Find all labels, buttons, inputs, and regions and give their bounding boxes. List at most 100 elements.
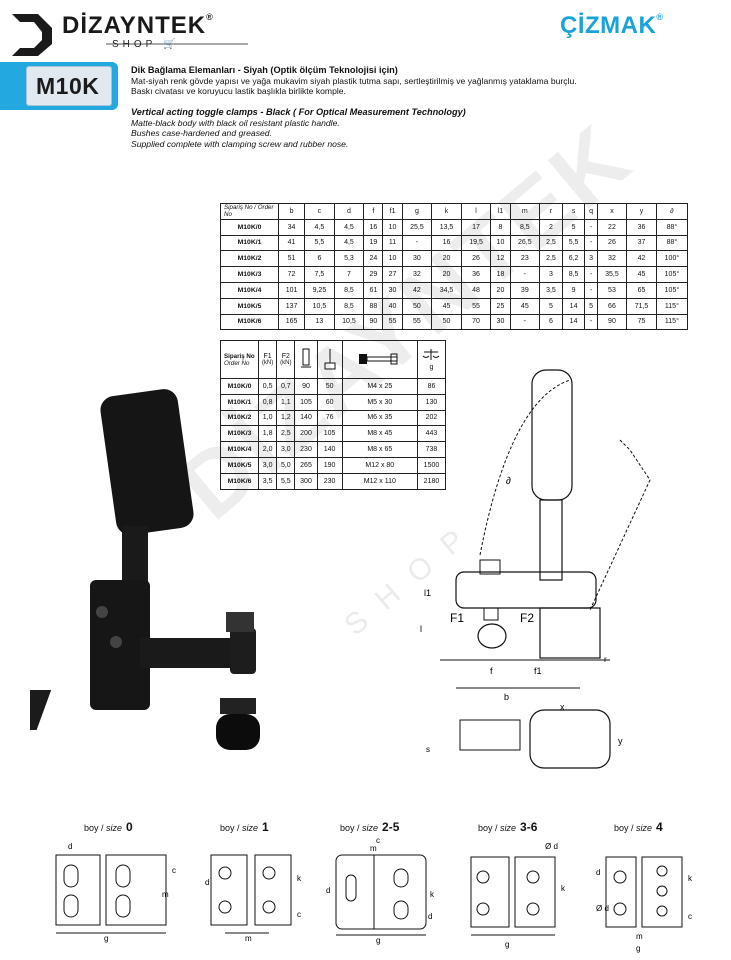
- table-cell: -: [509, 266, 541, 283]
- order-no-cell: M10K/0: [220, 218, 279, 236]
- table-cell: 25,5: [401, 218, 433, 236]
- col-header: m: [509, 203, 541, 220]
- scale-icon: [423, 349, 440, 360]
- col-header: q: [584, 203, 598, 220]
- l1-label: l1: [424, 588, 431, 598]
- table-cell: 9,25: [304, 281, 335, 299]
- table-cell: 2,5: [539, 234, 563, 252]
- angle-label: ∂: [506, 476, 511, 487]
- table-cell: 105: [316, 425, 343, 443]
- svg-text:Ø d: Ø d: [545, 842, 558, 851]
- table-cell: 26,5: [509, 234, 541, 252]
- table-cell: 72: [277, 266, 306, 283]
- svg-text:k: k: [561, 884, 566, 893]
- table-cell: 1,2: [276, 409, 296, 427]
- col-header: s: [561, 203, 586, 220]
- svg-text:k: k: [688, 874, 693, 883]
- order-no-header: Sipariş No / Order No: [220, 203, 279, 220]
- table-cell: 51: [277, 250, 306, 268]
- col-header: y: [626, 203, 657, 220]
- table-cell: 1500: [416, 456, 447, 474]
- table-header-row: Sipariş No / Order No b c d f f1 g k l l…: [220, 203, 689, 220]
- col-header: l1: [490, 203, 511, 220]
- table-cell: 10: [490, 234, 511, 252]
- order-no-cell: M10K/1: [220, 234, 279, 252]
- product-code-badge: M10K: [0, 62, 118, 110]
- table-cell: -: [584, 313, 598, 331]
- table-cell: 14: [561, 313, 586, 331]
- col-header: d: [333, 203, 365, 220]
- table-cell: 7,5: [304, 266, 335, 283]
- svg-text:d: d: [205, 878, 209, 887]
- table-cell: M5 x 30: [341, 393, 418, 411]
- table-cell: 16: [363, 218, 384, 236]
- table-cell: 10: [382, 250, 403, 268]
- table-cell: 34,5: [431, 281, 462, 299]
- order-no-cell: M10K/3: [220, 266, 279, 283]
- table-cell: 5,5: [561, 234, 586, 252]
- table-header-row: Sipariş No Order No F1 (kN) F2 (kN): [220, 340, 447, 379]
- f1-force-label: F1: [450, 611, 464, 625]
- base-footprint-size-2-5: c m d k d g: [326, 836, 435, 945]
- table-cell: -: [584, 234, 598, 252]
- table-cell: 190: [316, 456, 343, 474]
- table-cell: 32: [596, 250, 628, 268]
- svg-text:k: k: [297, 874, 302, 883]
- svg-text:Ø d: Ø d: [596, 904, 609, 913]
- table-cell: 100°: [655, 250, 689, 268]
- table-cell: 18: [490, 266, 511, 283]
- table-cell: 66: [596, 297, 628, 315]
- table-cell: 36: [460, 266, 492, 283]
- table-cell: 8,5: [509, 218, 541, 236]
- svg-text:m: m: [162, 890, 169, 899]
- table-cell: 8,5: [333, 297, 365, 315]
- table-cell: -: [509, 313, 541, 331]
- table-cell: 30: [490, 313, 511, 331]
- svg-text:m: m: [370, 844, 377, 853]
- table-cell: 115°: [655, 313, 689, 331]
- table-cell: 10,5: [333, 313, 365, 331]
- table-cell: 5,0: [276, 456, 296, 474]
- description-english: Vertical acting toggle clamps - Black ( …: [131, 107, 466, 149]
- table-cell: 0,7: [276, 378, 296, 395]
- table-cell: 20: [431, 250, 462, 268]
- table-cell: 6,2: [561, 250, 586, 268]
- table-cell: 105°: [655, 281, 689, 299]
- col-header: x: [596, 203, 628, 220]
- table-cell: 2: [539, 218, 563, 236]
- col-header: g: [401, 203, 433, 220]
- table-cell: 41: [277, 234, 306, 252]
- table-cell: 88°: [655, 234, 689, 252]
- table-cell: 75: [626, 313, 657, 331]
- order-no-cell: M10K/6: [220, 313, 279, 331]
- col-header: ∂: [655, 203, 689, 220]
- clamp-height-icon: [316, 340, 343, 379]
- order-no-header: Sipariş No Order No: [220, 340, 259, 379]
- table-cell: 8,5: [333, 281, 365, 299]
- table-cell: 70: [460, 313, 492, 331]
- base-footprint-size-0: d c m g: [55, 842, 176, 943]
- weight-header: g: [416, 340, 447, 379]
- partner-logo: ÇİZMAK®: [560, 12, 664, 39]
- table-cell: 3,0: [276, 441, 296, 458]
- svg-text:d: d: [326, 886, 330, 895]
- svg-text:m: m: [245, 934, 252, 943]
- table-cell: 25: [490, 297, 511, 315]
- table-cell: 39: [509, 281, 541, 299]
- dizayntek-logo-icon: [12, 14, 248, 56]
- table-cell: 140: [294, 409, 318, 427]
- table-cell: 30: [382, 281, 403, 299]
- table-cell: 20: [490, 281, 511, 299]
- table-cell: 2,5: [539, 250, 563, 268]
- col-header: l: [460, 203, 492, 220]
- table-cell: 26: [596, 234, 628, 252]
